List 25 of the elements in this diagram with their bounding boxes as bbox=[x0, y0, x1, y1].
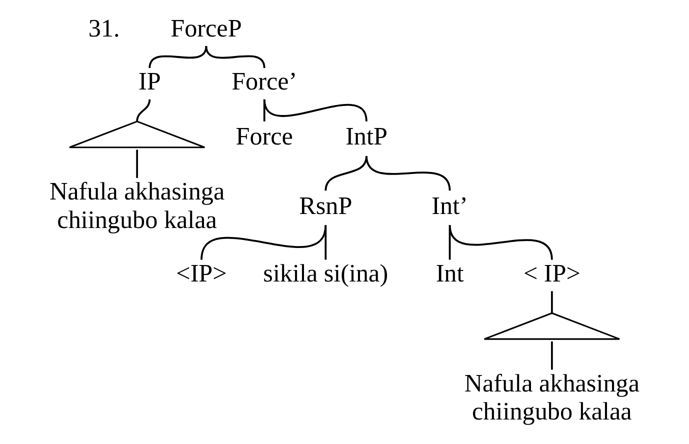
connector bbox=[324, 225, 327, 260]
node-text: Force’ bbox=[232, 68, 298, 96]
node-text: RsnP bbox=[299, 192, 352, 220]
connector bbox=[200, 224, 327, 260]
connector bbox=[136, 99, 151, 122]
node-text: < IP> bbox=[523, 260, 580, 288]
node-triangle bbox=[484, 312, 620, 340]
node-text: <IP> bbox=[176, 260, 227, 288]
node-text: ForceP bbox=[170, 15, 242, 42]
connector bbox=[263, 99, 368, 122]
connector bbox=[136, 150, 138, 178]
node-text: Nafula akhasinga chiingubo kalaa bbox=[50, 178, 225, 234]
node-text: Force bbox=[236, 124, 293, 151]
node-text: IP bbox=[138, 68, 161, 96]
node-triangle bbox=[68, 120, 206, 148]
node-text: Nafula akhasinga chiingubo kalaa bbox=[464, 370, 640, 426]
node-text: Int bbox=[436, 260, 464, 288]
node-text: IntP bbox=[346, 124, 388, 151]
connector bbox=[550, 291, 553, 314]
node-text: sikila si(ina) bbox=[263, 260, 388, 288]
node-text: Int’ bbox=[432, 192, 468, 220]
label: 31. bbox=[88, 15, 120, 42]
connector bbox=[550, 341, 553, 370]
connector bbox=[366, 156, 451, 191]
connector bbox=[448, 224, 553, 260]
